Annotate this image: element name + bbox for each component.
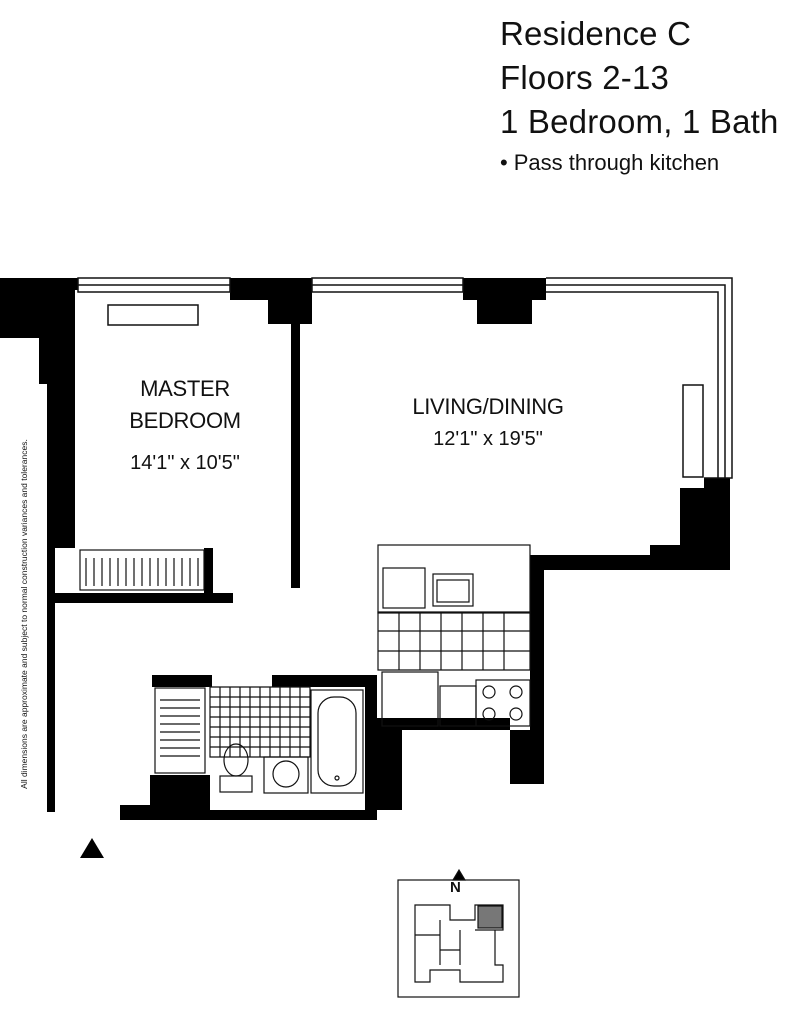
toilet [223, 743, 249, 777]
living-dining-label: LIVING/DINING [412, 394, 564, 419]
key-plan [397, 868, 520, 998]
bath-wall [120, 775, 377, 820]
layout-label: 1 Bedroom, 1 Bath [500, 103, 779, 140]
heater [682, 384, 704, 478]
partition-wall [291, 318, 300, 588]
stove [475, 679, 531, 727]
closet [79, 549, 205, 591]
exterior-wall-right [510, 478, 730, 784]
feature-item: •Pass through kitchen [500, 148, 796, 178]
bath-wall [152, 675, 212, 687]
heater [107, 304, 199, 326]
refrigerator [381, 671, 439, 727]
window-corner [546, 277, 733, 479]
key-plan-frame [397, 879, 520, 998]
key-plan-outline [414, 904, 504, 983]
bathroom [154, 686, 364, 794]
closet-wall [55, 593, 233, 603]
key-plan-unit-highlight [477, 905, 503, 929]
kitchen-tile [377, 611, 531, 671]
feature-text: Pass through kitchen [513, 150, 720, 175]
sink-bowl [436, 579, 470, 603]
wall-pier [268, 298, 312, 324]
bath-wall [365, 675, 377, 815]
toilet-tank [219, 775, 253, 793]
bath-tile [209, 686, 311, 758]
entry-arrow-icon [80, 838, 104, 858]
bath-wall [272, 675, 377, 687]
living-dining-dimensions: 12'1" x 19'5" [433, 428, 543, 450]
bathtub [310, 689, 364, 794]
wall-pier [230, 278, 312, 300]
closet-hangers [85, 558, 199, 586]
master-bedroom-name-line2: BEDROOM [129, 408, 241, 433]
walls [0, 278, 730, 820]
master-bedroom-dimensions: 14'1" x 10'5" [130, 452, 240, 474]
wall-pier [477, 298, 532, 324]
burner [509, 707, 523, 721]
title-block: Residence C Floors 2-13 1 Bedroom, 1 Bat… [500, 12, 796, 178]
bathtub-inner [317, 696, 357, 787]
residence-title: Residence C [500, 15, 692, 52]
burner [509, 685, 523, 699]
north-arrow-icon [451, 868, 467, 881]
master-bedroom-label: MASTER BEDROOM [105, 373, 265, 437]
vanity-sink [272, 760, 300, 788]
windows [77, 277, 733, 479]
kitchen [377, 544, 531, 727]
counter [377, 544, 531, 614]
dishwasher [382, 567, 426, 609]
sink [432, 573, 474, 607]
burner [482, 685, 496, 699]
burner [482, 707, 496, 721]
north-label: N [450, 879, 461, 896]
exterior-wall-left-corner [0, 278, 78, 812]
master-bedroom-name-line1: MASTER [140, 376, 230, 401]
bathtub-drain [334, 775, 340, 781]
closet-wall [204, 548, 213, 598]
bullet-icon: • [500, 150, 508, 175]
wall-pier [463, 278, 546, 300]
closet-rod [79, 549, 205, 591]
floors-label: Floors 2-13 [500, 59, 670, 96]
vanity [263, 756, 309, 794]
bath-closet-hangers [160, 699, 200, 757]
kitchen-wall [375, 718, 510, 810]
bath-closet [154, 687, 206, 774]
